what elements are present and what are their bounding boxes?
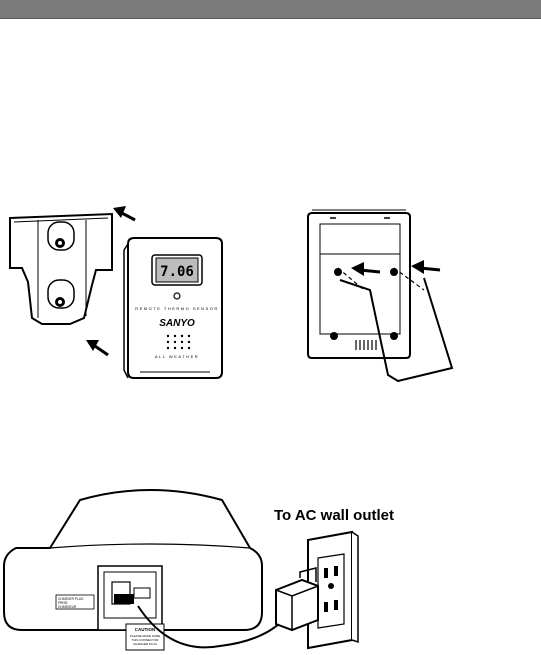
sensor-back <box>308 210 410 358</box>
charger-plug-label-3: CHARGEUR <box>58 605 77 609</box>
charging-base <box>4 490 262 650</box>
sensor-caption: REMOTE THERMO SENSOR <box>135 306 219 311</box>
caution-title: CAUTION <box>135 627 156 632</box>
caution-line-3: CHARGER PLUG <box>133 642 158 646</box>
ac-outlet-label: To AC wall outlet <box>274 507 394 524</box>
brand-logo: SANYO <box>159 318 195 329</box>
sensor-display-text: 7.06 <box>160 264 194 280</box>
wall-bracket <box>10 214 112 324</box>
sensor-subcaption: ALL WEATHER <box>155 354 199 359</box>
